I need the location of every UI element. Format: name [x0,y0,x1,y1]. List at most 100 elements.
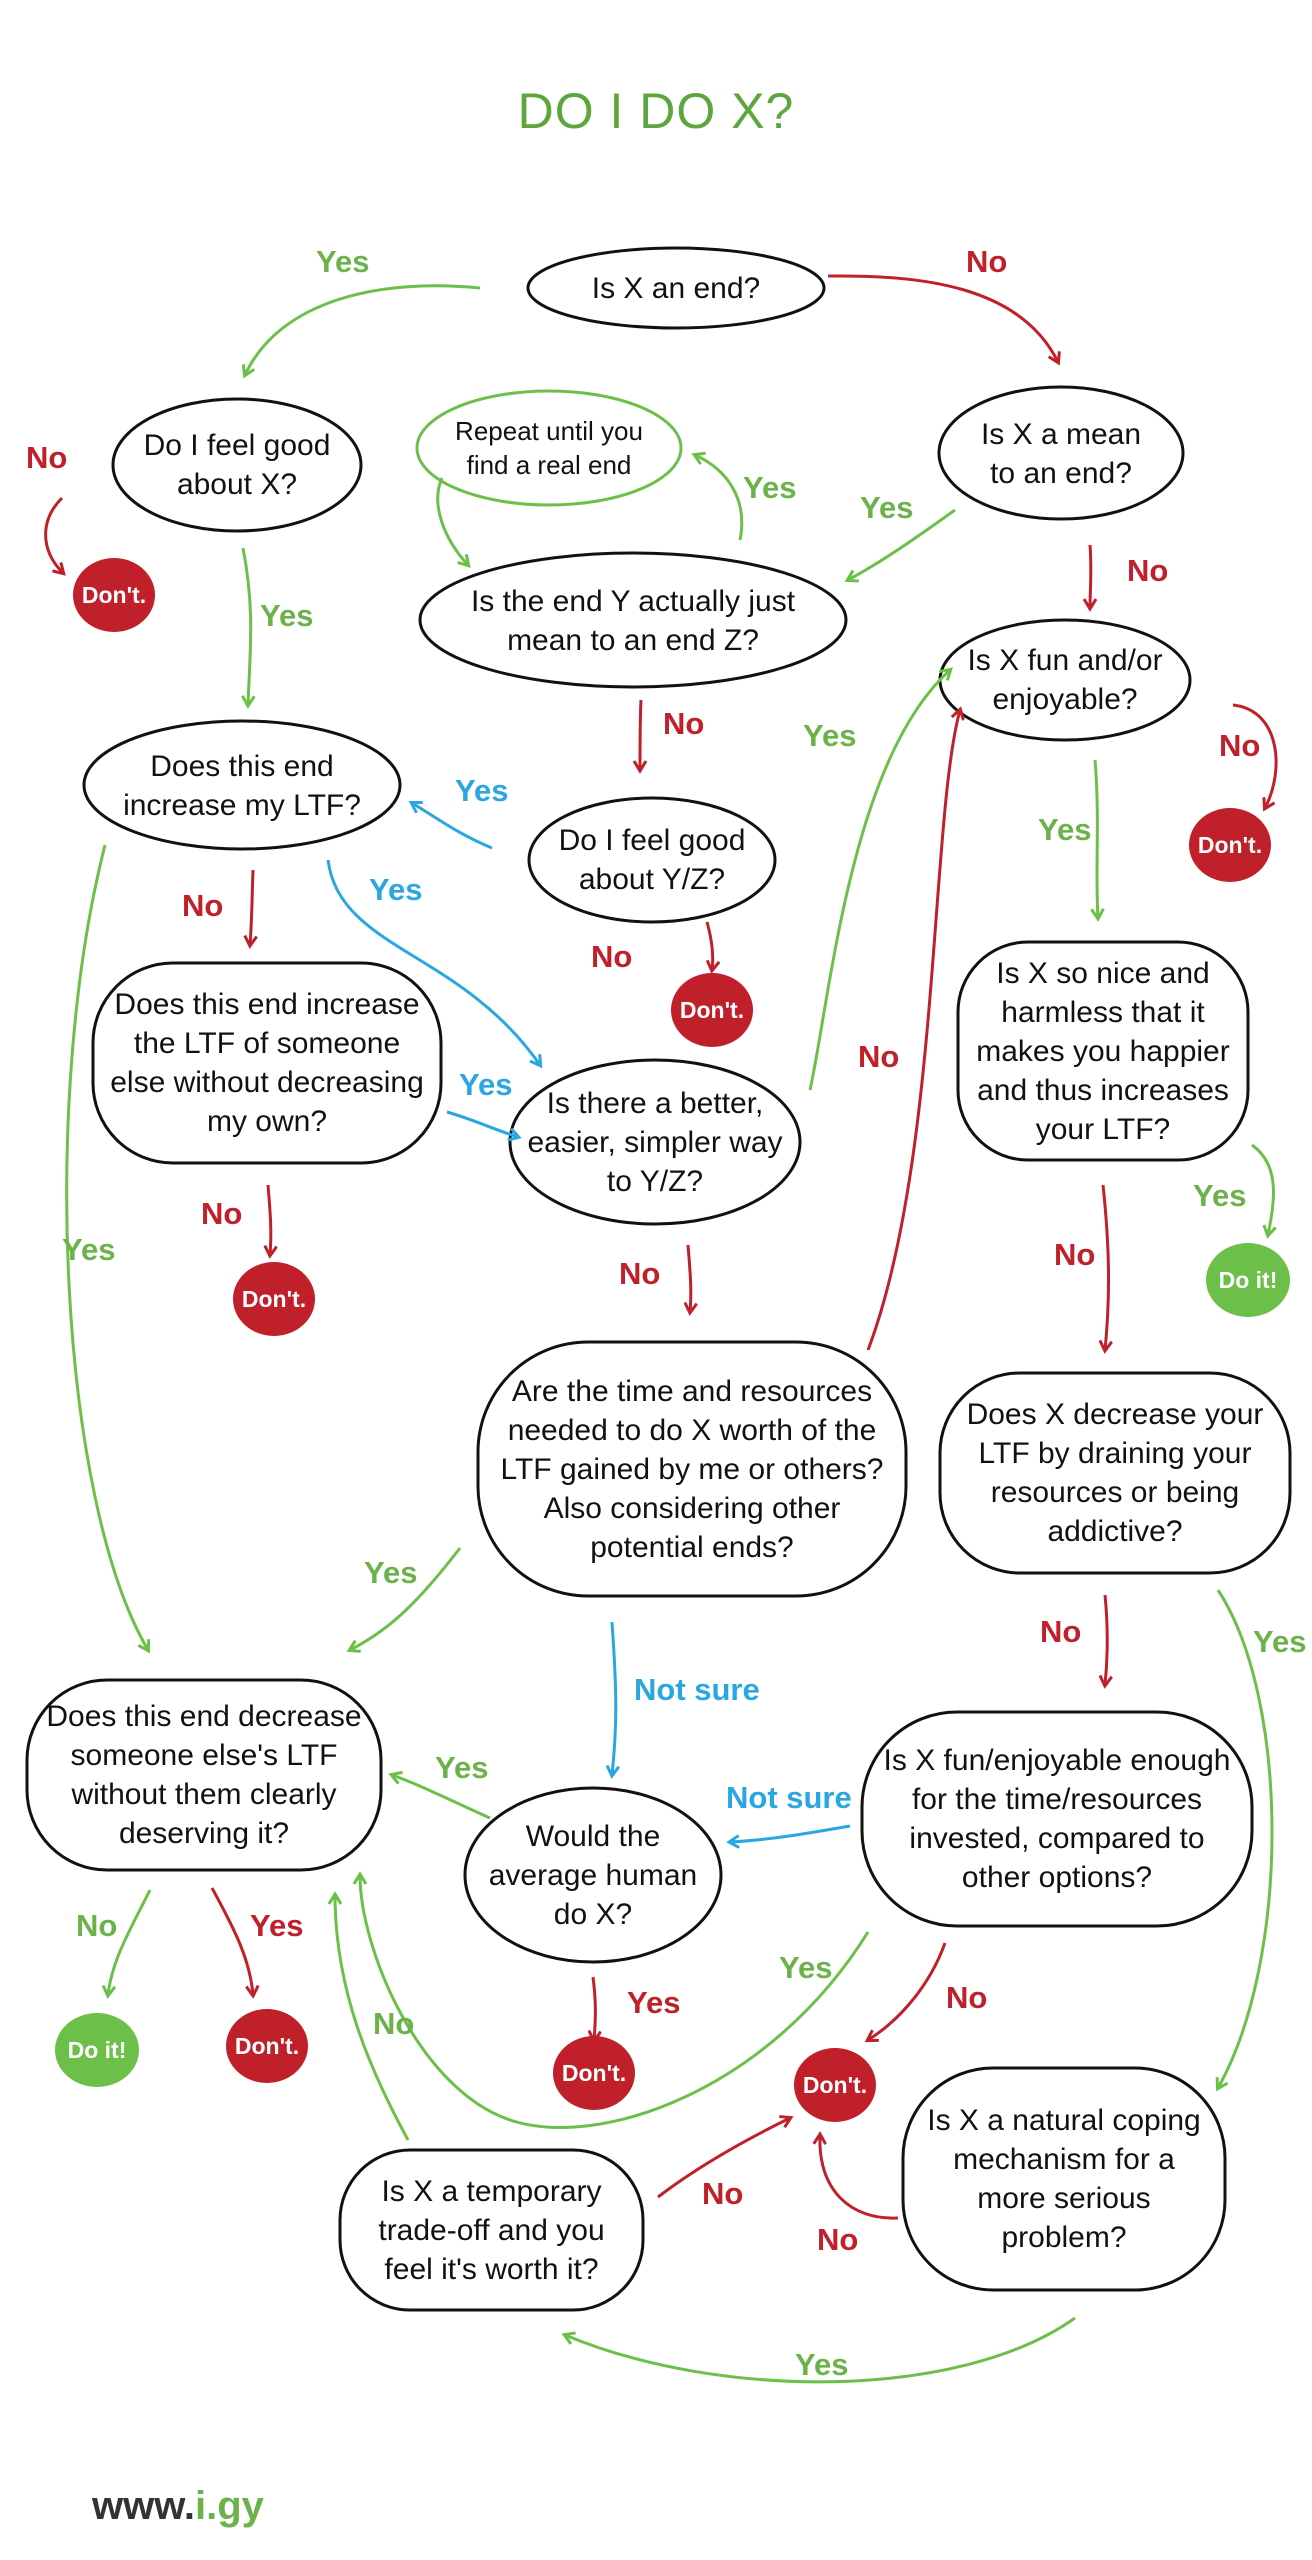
question-natural-coping: Is X a natural coping mechanism for a mo… [927,2104,1201,2254]
arrow-else-ltf-no [268,1184,271,1255]
node-outline-mean-to-end [937,385,1185,521]
edge-label-no: No [702,2176,744,2211]
arrow-increase-ltf-yes [65,844,148,1650]
page-title: DO I DO X? [517,83,795,139]
arrow-time-resources-no [866,710,960,1351]
edge-label-yes: Yes [62,1232,116,1267]
arrow-time-resources-not-sure [612,1621,616,1775]
outcome-dont: Don't. [226,2009,308,2083]
arrow-fun-no [1232,703,1278,808]
edge-label-not-sure: Not sure [726,1780,852,1815]
edge-label-no: No [619,1256,661,1291]
question-time-and-resources: Are the time and resources needed to do … [500,1374,884,1564]
outcome-do-it: Do it! [55,2013,139,2087]
edge-label-yes: Yes [316,244,370,279]
edge-label-yes: Yes [627,1985,681,2020]
edge-label-yes: Yes [743,470,797,505]
arrow-feel-good-yz-yes [412,803,493,850]
question-increase-my-ltf: Does this end increase my LTF? [123,750,361,822]
outcome-dont: Don't. [73,558,155,632]
node-outline-increase-ltf [82,719,402,851]
edge-label-no: No [26,440,68,475]
edge-label-no: No [1040,1614,1082,1649]
edge-label-no: No [182,888,224,923]
node-outline-tradeoff [338,2148,645,2312]
edge-label-no: No [858,1039,900,1074]
node-outline-decrease-else [25,1678,383,1872]
node-outline-coping [901,2066,1227,2292]
footer-accent: i.gy [194,2484,264,2528]
edge-label-yes: Yes [364,1555,418,1590]
arrow-time-resources-yes [350,1547,462,1650]
edge-label-no: No [663,706,705,741]
edge-label-yes: Yes [1253,1624,1307,1659]
arrow-fun-enough-no [868,1942,947,2040]
arrow-decrease-else-no [108,1889,152,1995]
question-better-way: Is there a better, easier, simpler way t… [527,1086,783,1198]
node-outline-better-way [508,1058,802,1226]
question-decrease-someone-else: Does this end decrease someone else's LT… [46,1700,362,1850]
node-outline-fun-enough [860,1710,1254,1928]
question-is-x-an-end: Is X an end? [591,271,761,305]
question-repeat-until-real-end: Repeat until you find a real end [455,416,643,480]
edge-label-yes: Yes [795,2347,849,2382]
arrow-better-way-no [688,1244,691,1312]
edge-label-no: No [1054,1237,1096,1272]
outcome-dont: Don't. [794,2048,876,2122]
arrow-decrease-else-yes [210,1887,253,1995]
node-outline-so-nice [956,940,1250,1162]
question-end-y-mean-to-z: Is the end Y actually just mean to an en… [470,585,796,657]
arrow-average-human-yes [392,1775,491,1820]
footer-website[interactable]: www.i.gy [92,2484,264,2529]
node-outline-repeat [415,389,683,507]
arrow-fun-enough-not-sure [730,1824,851,1842]
node-outline-time-resources [476,1340,908,1598]
edge-label-no: No [1219,728,1261,763]
arrow-decrease-draining-no [1105,1594,1107,1685]
node-outline-feel-good-yz [527,796,777,924]
footer-prefix: www. [92,2484,195,2528]
node-outline-is-end [526,246,826,330]
arrow-mean-to-end-yes [848,508,956,580]
outcome-dont: Don't. [1189,808,1271,882]
arrow-feel-good-x-yes [243,547,251,705]
arrow-tradeoff-no-dont [657,2118,790,2199]
edge-label-no: No [946,1980,988,2015]
arrow-increase-ltf-yes-better [326,859,540,1065]
node-outline-average-human [463,1786,723,1964]
edge-label-no: No [373,2006,415,2041]
arrow-so-nice-yes [1251,1143,1273,1235]
edge-label-no: No [817,2222,859,2257]
edge-label-not-sure: Not sure [634,1672,760,1707]
question-feel-good-about-x: Do I feel good about X? [143,429,331,501]
arrow-fun-yes [1095,759,1098,918]
edge-label-yes: Yes [260,598,314,633]
arrow-feel-good-yz-no [705,921,713,970]
question-average-human: Would the average human do X? [488,1819,698,1931]
question-is-x-a-mean: Is X a mean to an end? [980,418,1142,490]
arrow-average-human-yes-dont [593,1976,595,2040]
arrow-decrease-draining-yes [1218,1589,1274,2088]
question-so-nice-and-harmless: Is X so nice and harmless that it makes … [976,956,1230,1146]
arrow-is-end-yes [245,284,481,375]
arrow-increase-ltf-no [250,869,253,945]
edge-label-yes: Yes [435,1750,489,1785]
question-feel-good-about-yz: Do I feel good about Y/Z? [558,824,746,896]
arrow-fun-enough-yes [360,1875,870,2129]
node-outline-decrease-draining [938,1371,1292,1575]
question-temporary-trade-off: Is X a temporary trade-off and you feel … [378,2174,605,2286]
edge-label-yes: Yes [1193,1178,1247,1213]
outcome-dont: Don't. [671,973,753,1047]
arrow-coping-no [820,2135,899,2220]
arrow-tradeoff-no [335,1895,410,2141]
edge-label-yes: Yes [1038,812,1092,847]
arrow-mean-to-end-no [1090,544,1091,608]
edge-label-no: No [966,244,1008,279]
outcome-do-it: Do it! [1206,1243,1290,1317]
node-outline-feel-good-x [111,397,363,533]
arrow-else-ltf-yes [446,1110,518,1137]
question-is-x-fun: Is X fun and/or enjoyable? [967,644,1163,716]
edge-label-yes: Yes [369,872,423,907]
arrow-better-way-yes [808,670,950,1091]
